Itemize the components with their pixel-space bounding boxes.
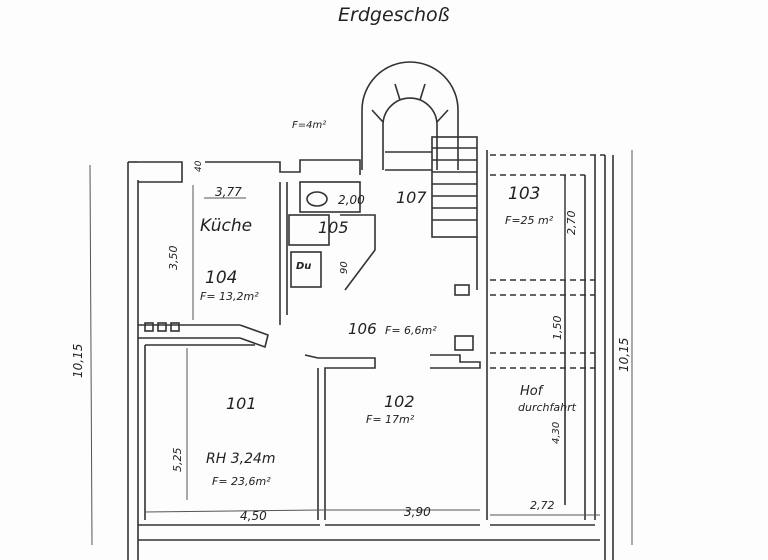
stair-dim-label: 90 [339,261,350,274]
room-101-height-note: RH 3,24m [206,451,276,467]
room-101-height-dim: 5,25 [171,447,184,473]
wall-offset-dim: 40 [194,160,204,172]
room-102-number: 102 [384,392,415,411]
hof-width-dim: 2,72 [530,499,555,512]
room-103-height-dim: 2,70 [565,210,578,236]
right-total-dim: 10,15 [617,337,631,372]
passage-height-dim: 1,50 [551,315,564,341]
room-102-area: F= 17m² [366,413,415,426]
hof-label-line2: durchfahrt [518,401,576,414]
drawing-title: Erdgeschoß [338,4,450,26]
room-104-name: Küche [200,216,253,236]
room-101-number: 101 [226,394,257,413]
room-103-number: 103 [508,184,541,204]
kitchen-width-label: 3,77 [215,185,242,199]
hof-height-dim: 4,30 [551,421,562,444]
room-104-area: F= 13,2m² [200,290,259,303]
room-106-number: 106 [348,320,377,338]
room-103-area: F=25 m² [505,214,554,227]
room-107-number: 107 [396,188,427,207]
room-106-area: F= 6,6m² [385,324,437,337]
room-102-width-dim: 3,90 [404,505,431,519]
room-104-number: 104 [205,268,238,288]
hof-label-line1: Hof [520,384,543,399]
kitchen-height-dim: 3,50 [167,245,180,271]
room-101-area: F= 23,6m² [212,475,271,488]
small-area-label: F=4m² [292,120,327,131]
dusche-label: Du [296,261,312,272]
room-101-width-dim: 4,50 [240,509,267,523]
room-105-number: 105 [318,218,349,237]
left-total-dim: 10,15 [71,343,85,378]
dim-101-width [144,509,321,513]
dim-left-total [89,164,93,546]
bath-dim-label: 2,00 [338,193,365,207]
